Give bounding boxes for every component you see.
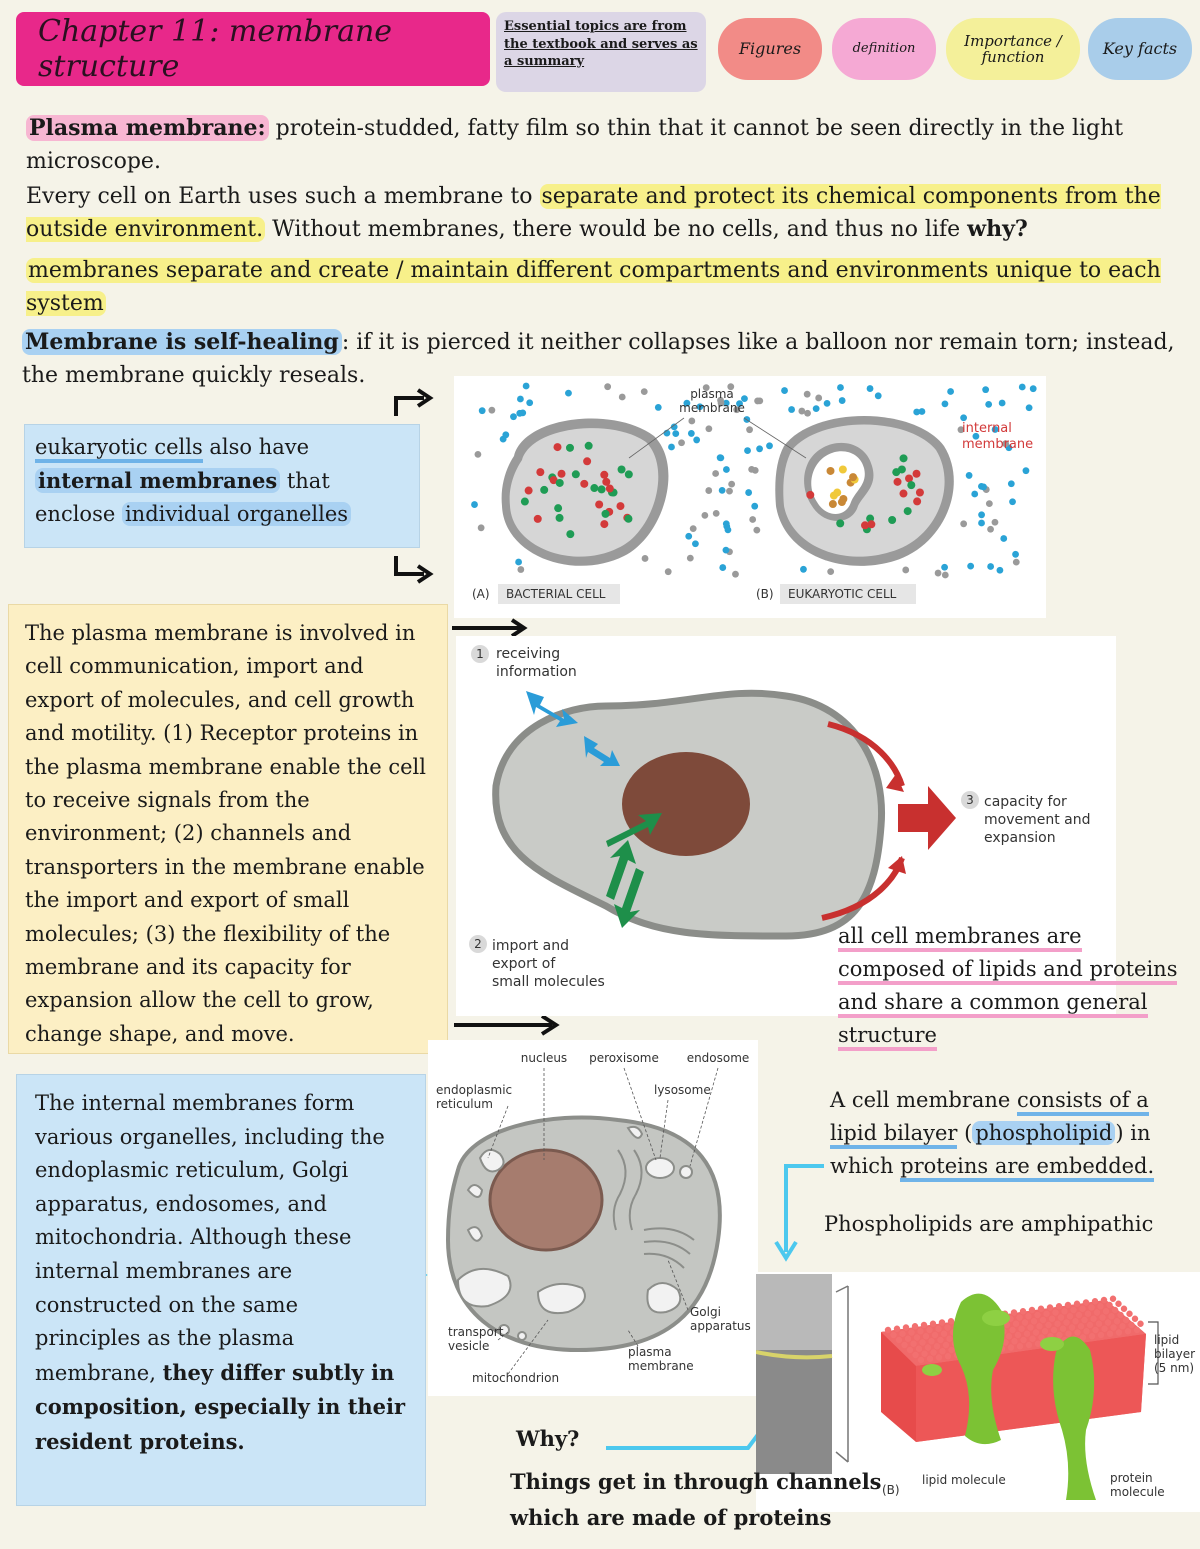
legend-importance: Importance / function [946, 18, 1080, 80]
label-b: (B) [882, 1483, 900, 1497]
plasma-membrane-term: Plasma membrane: [26, 115, 269, 141]
bil-c: ( [957, 1121, 973, 1145]
bil-f: proteins are embedded. [900, 1154, 1155, 1182]
label-protein-2: molecule [1110, 1485, 1165, 1499]
internal-bold: they differ subtly in composition, espec… [35, 1359, 406, 1454]
euk-e: individual organelles [121, 502, 352, 526]
figure-lipid-bilayer: lipid bilayer (5 nm) lipid molecule prot… [755, 1272, 1200, 1512]
num-3: 3 [966, 793, 974, 807]
label-golgi-2: apparatus [690, 1319, 751, 1333]
membrane-purpose: Every cell on Earth uses such a membrane… [26, 180, 1176, 246]
label-plasma-membrane: plasma [690, 387, 734, 401]
label-receiving-2: information [496, 664, 577, 680]
arrow-right-2 [454, 1014, 560, 1036]
label-import: import and [492, 938, 569, 954]
bil-e: ) in which [830, 1121, 1151, 1178]
purpose-text-b: Without membranes, there would be no cel… [265, 217, 968, 242]
label-peroxisome: peroxisome [589, 1051, 659, 1065]
tag-a: (A) [472, 587, 490, 601]
plasma-membrane-functions: The plasma membrane is involved in cell … [8, 604, 448, 1054]
label-protein: protein [1110, 1471, 1153, 1485]
tag-b: (B) [756, 587, 774, 601]
plasma-membrane-text: protein-studded, fatty film so thin that… [26, 116, 1124, 174]
bracket-arrows [394, 388, 434, 584]
label-er-2: reticulum [436, 1097, 493, 1111]
arrow-right-1 [452, 618, 528, 638]
internal-text: The internal membranes form various orga… [35, 1091, 385, 1385]
label-import-2: export of [492, 956, 556, 972]
signal-arrows [526, 691, 620, 766]
label-golgi: Golgi [690, 1305, 721, 1319]
purpose-why: why? [967, 216, 1028, 242]
figure-cell-types: plasma membrane internal membrane (A) BA… [454, 376, 1046, 618]
compartments-note: membranes separate and create / maintain… [26, 254, 1176, 320]
page-title: Chapter 11: membrane structure [16, 12, 490, 86]
label-bilayer-3: (5 nm) [1154, 1361, 1194, 1375]
legend-key-facts: Key facts [1088, 18, 1192, 80]
label-internal-membrane: internal [962, 421, 1012, 436]
label-plasma-membrane-2: membrane [679, 401, 745, 415]
euk-a: eukaryotic cells [35, 435, 203, 463]
internal-membranes-note: The internal membranes form various orga… [16, 1074, 426, 1506]
label-capacity: capacity for [984, 794, 1067, 810]
label-receiving: receiving [496, 646, 560, 662]
euk-c: internal membranes [35, 468, 281, 493]
eukaryotic-note: eukaryotic cells also have internal memb… [24, 424, 420, 548]
num-2: 2 [474, 937, 482, 951]
legend-definition: definition [832, 18, 936, 80]
purpose-text-a: Every cell on Earth uses such a membrane… [26, 184, 540, 209]
euk-d: that enclose [35, 469, 330, 526]
num-1: 1 [476, 647, 484, 661]
composition-text: all cell membranes are composed of lipid… [838, 924, 1178, 1051]
label-endosome: endosome [687, 1051, 750, 1065]
label-nucleus: nucleus [521, 1051, 567, 1065]
bil-b: consists of a lipid bilayer [830, 1088, 1149, 1149]
figure-organelles: nucleus peroxisome endosome endoplasmic … [428, 1040, 758, 1396]
bil-a: A cell membrane [830, 1088, 1018, 1112]
label-plasma: plasma [628, 1345, 672, 1359]
label-internal-membrane-2: membrane [962, 437, 1033, 452]
label-plasma-2: membrane [628, 1359, 694, 1373]
label-mito: mitochondrion [472, 1371, 559, 1385]
plasma-membrane-definition: Plasma membrane: protein-studded, fatty … [26, 112, 1176, 178]
self-healing-text: : if it is pierced it neither collapses … [22, 330, 1175, 388]
summary-note: Essential topics are from the textbook a… [496, 12, 706, 92]
label-er: endoplasmic [436, 1083, 512, 1097]
label-import-3: small molecules [492, 974, 605, 990]
label-transport: transport [448, 1325, 504, 1339]
label-lysosome: lysosome [654, 1083, 711, 1097]
legend-figures: Figures [718, 18, 822, 80]
self-healing-fact: Membrane is self-healing: if it is pierc… [22, 326, 1182, 392]
label-bilayer-2: bilayer [1154, 1347, 1195, 1361]
self-healing-term: Membrane is self-healing [22, 329, 342, 355]
label-capacity-3: expansion [984, 830, 1056, 846]
figure-membrane-functions: 1 receiving information 2 import and exp… [456, 636, 1116, 1016]
tag-eukaryotic: EUKARYOTIC CELL [788, 587, 897, 601]
label-capacity-2: movement and [984, 812, 1091, 828]
composition-note: all cell membranes are composed of lipid… [838, 920, 1188, 1052]
transport-arrows [606, 813, 662, 928]
bilayer-note: A cell membrane consists of a lipid bila… [830, 1084, 1190, 1183]
bil-d: phospholipid [972, 1121, 1116, 1145]
channels-note: Things get in through channels which are… [510, 1469, 882, 1530]
compartments-text: membranes separate and create / maintain… [26, 258, 1161, 316]
euk-b: also have [202, 435, 310, 459]
arrow-down-blue [774, 1164, 824, 1262]
amphipathic-note: Phospholipids are amphipathic [824, 1212, 1154, 1236]
why-question: Why? [516, 1426, 580, 1451]
label-transport-2: vesicle [448, 1339, 489, 1353]
label-bilayer: lipid [1154, 1333, 1179, 1347]
label-lipid: lipid molecule [922, 1473, 1006, 1487]
tag-bacterial: BACTERIAL CELL [506, 587, 606, 601]
